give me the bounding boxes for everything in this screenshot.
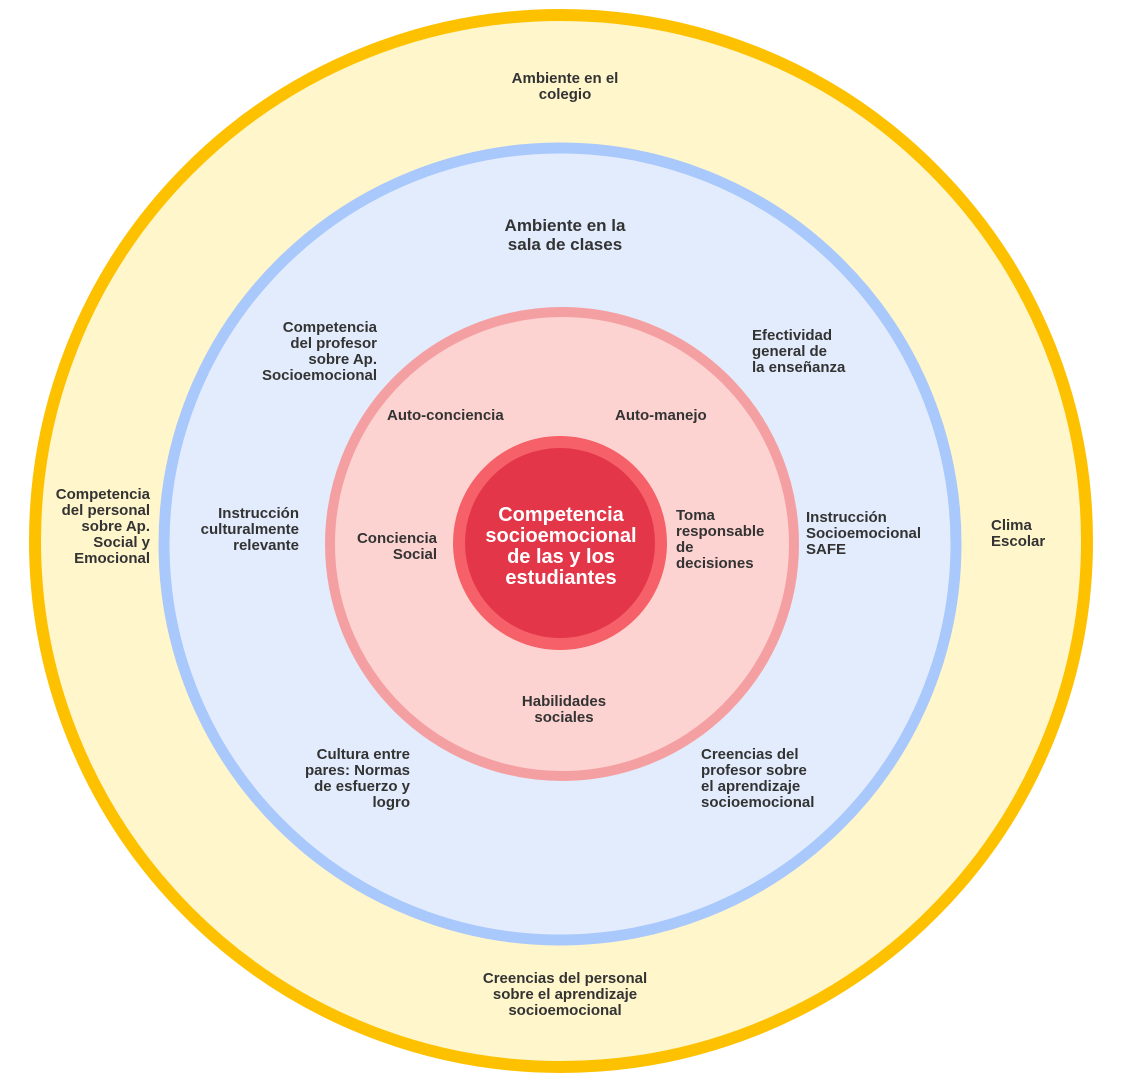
social-awareness-label: Conciencia Social [356,530,437,563]
core-title: Competencia socioemocional de las y los … [485,504,637,589]
decision-making-label: Toma responsable de decisiones [676,507,765,572]
classroom-environment-title: Ambiente en la sala de clases [504,216,626,254]
core-circle [453,436,667,650]
school-environment-title: Ambiente en el colegio [511,70,619,103]
self-management-label: Auto-manejo [615,407,707,424]
staff-beliefs-label: Creencias del personal sobre el aprendiz… [482,970,648,1019]
peer-culture-label: Cultura entre pares: Normas de esfuerzo … [304,746,410,811]
social-skills-label: Habilidades sociales [521,693,607,726]
staff-competence-label: Competencia del personal sobre Ap. Socia… [55,486,150,567]
teaching-effectiveness-label: Efectividad general de la enseñanza [752,327,846,376]
self-awareness-label: Auto-conciencia [387,407,504,424]
teacher-beliefs-label: Creencias del profesor sobre el aprendiz… [701,746,815,811]
teacher-competence-label: Competencia del profesor sobre Ap. Socio… [261,319,377,384]
cultural-instruction-label: Instrucción culturalmente relevante [200,505,299,554]
school-climate-label: Clima Escolar [991,517,1046,550]
safe-instruction-label: Instrucción Socioemocional SAFE [806,509,922,558]
